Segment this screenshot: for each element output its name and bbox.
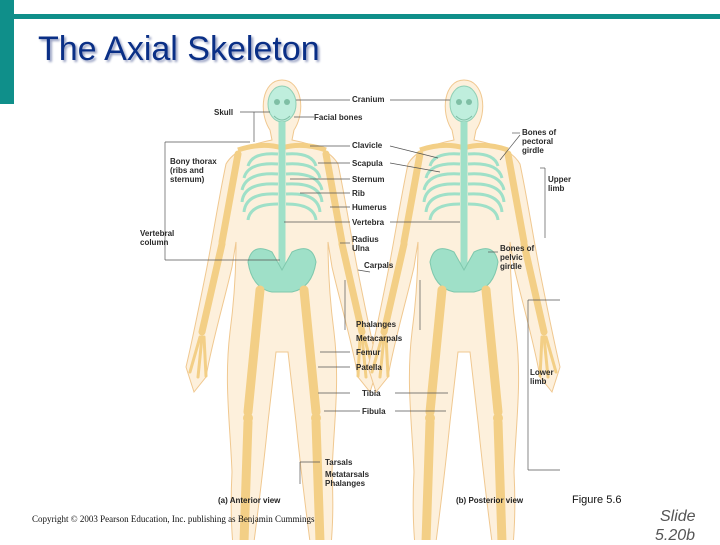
label-pectoral-girdle-2: pectoral — [522, 137, 554, 146]
label-patella: Patella — [356, 363, 382, 372]
copyright-notice: Copyright © 2003 Pearson Education, Inc.… — [32, 514, 315, 524]
label-tibia: Tibia — [362, 389, 381, 398]
label-femur: Femur — [356, 348, 381, 357]
label-pectoral-girdle: Bones of — [522, 128, 557, 137]
label-upper-limb: Upper — [548, 175, 572, 184]
anterior-caption: (a) Anterior view — [218, 496, 281, 505]
label-bony-thorax: Bony thorax — [170, 157, 217, 166]
slide-title: The Axial Skeleton — [38, 30, 320, 68]
label-pelvic-girdle: Bones of — [500, 244, 535, 253]
label-lower-limb: Lower — [530, 368, 554, 377]
leader-lines — [164, 99, 560, 484]
label-rib: Rib — [352, 189, 365, 198]
label-pelvic-girdle-2: pelvic — [500, 253, 523, 262]
slide-number: 5.20b — [655, 527, 696, 544]
label-radius: Radius — [352, 235, 379, 244]
label-phalanges-foot: Phalanges — [325, 479, 366, 488]
label-lower-limb-2: limb — [530, 377, 547, 386]
slide-label: Slide — [660, 508, 696, 525]
accent-bar-horizontal — [14, 14, 720, 19]
label-carpals: Carpals — [364, 261, 394, 270]
label-upper-limb-2: limb — [548, 184, 565, 193]
label-pelvic-girdle-3: girdle — [500, 262, 522, 271]
label-facial-bones: Facial bones — [314, 113, 363, 122]
label-pectoral-girdle-3: girdle — [522, 146, 544, 155]
label-bony-thorax-3: sternum) — [170, 175, 205, 184]
label-phalanges: Phalanges — [356, 320, 397, 329]
label-metatarsals: Metatarsals — [325, 470, 370, 479]
label-sternum: Sternum — [352, 175, 385, 184]
label-scapula: Scapula — [352, 159, 383, 168]
label-vertebral-column: Vertebral — [140, 229, 175, 238]
accent-bar-vertical — [0, 0, 14, 104]
figure-number: Figure 5.6 — [572, 494, 622, 506]
label-tarsals: Tarsals — [325, 458, 353, 467]
label-skull: Skull — [214, 108, 234, 117]
label-fibula: Fibula — [362, 407, 386, 416]
label-vertebral-column-2: column — [140, 238, 169, 247]
label-metacarpals: Metacarpals — [356, 334, 403, 343]
label-humerus: Humerus — [352, 203, 387, 212]
label-clavicle: Clavicle — [352, 141, 383, 150]
label-cranium: Cranium — [352, 95, 385, 104]
label-ulna: Ulna — [352, 244, 370, 253]
label-bony-thorax-2: (ribs and — [170, 166, 204, 175]
label-vertebra: Vertebra — [352, 218, 385, 227]
posterior-caption: (b) Posterior view — [456, 496, 524, 505]
